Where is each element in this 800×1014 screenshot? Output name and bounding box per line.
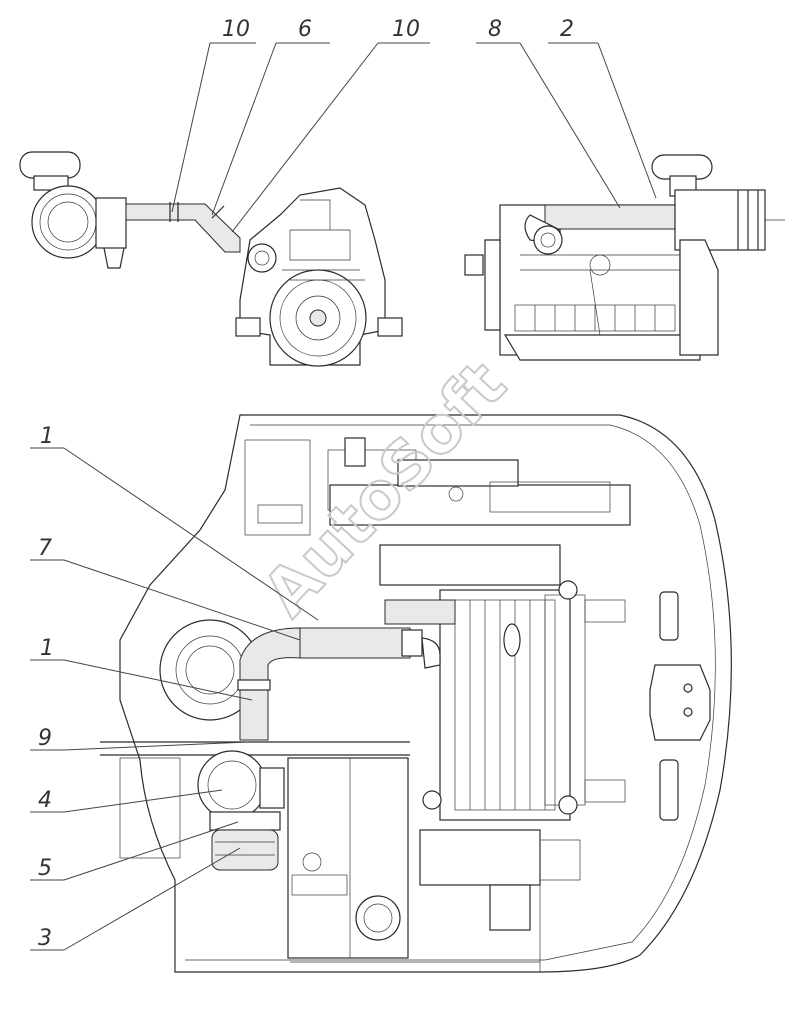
callout-top-10a: 10 [222,17,250,42]
callout-left-7: 7 [38,536,52,561]
callout-left-4: 4 [38,788,52,813]
callout-left-5: 5 [38,856,52,881]
callout-top-2: 2 [560,17,574,42]
callout-left-1a: 1 [40,424,54,449]
engine-side-view [464,154,785,361]
callout-top-8: 8 [488,17,502,42]
callout-left-1b: 1 [40,636,54,661]
callout-top-6: 6 [298,17,312,42]
engine-bay-plan-view [100,414,732,973]
engine-front-view [19,151,403,367]
left-callouts [30,447,319,951]
callout-left-9: 9 [38,726,52,751]
callout-top-10b: 10 [392,17,420,42]
callout-left-3: 3 [38,926,52,951]
top-callouts [171,42,657,233]
